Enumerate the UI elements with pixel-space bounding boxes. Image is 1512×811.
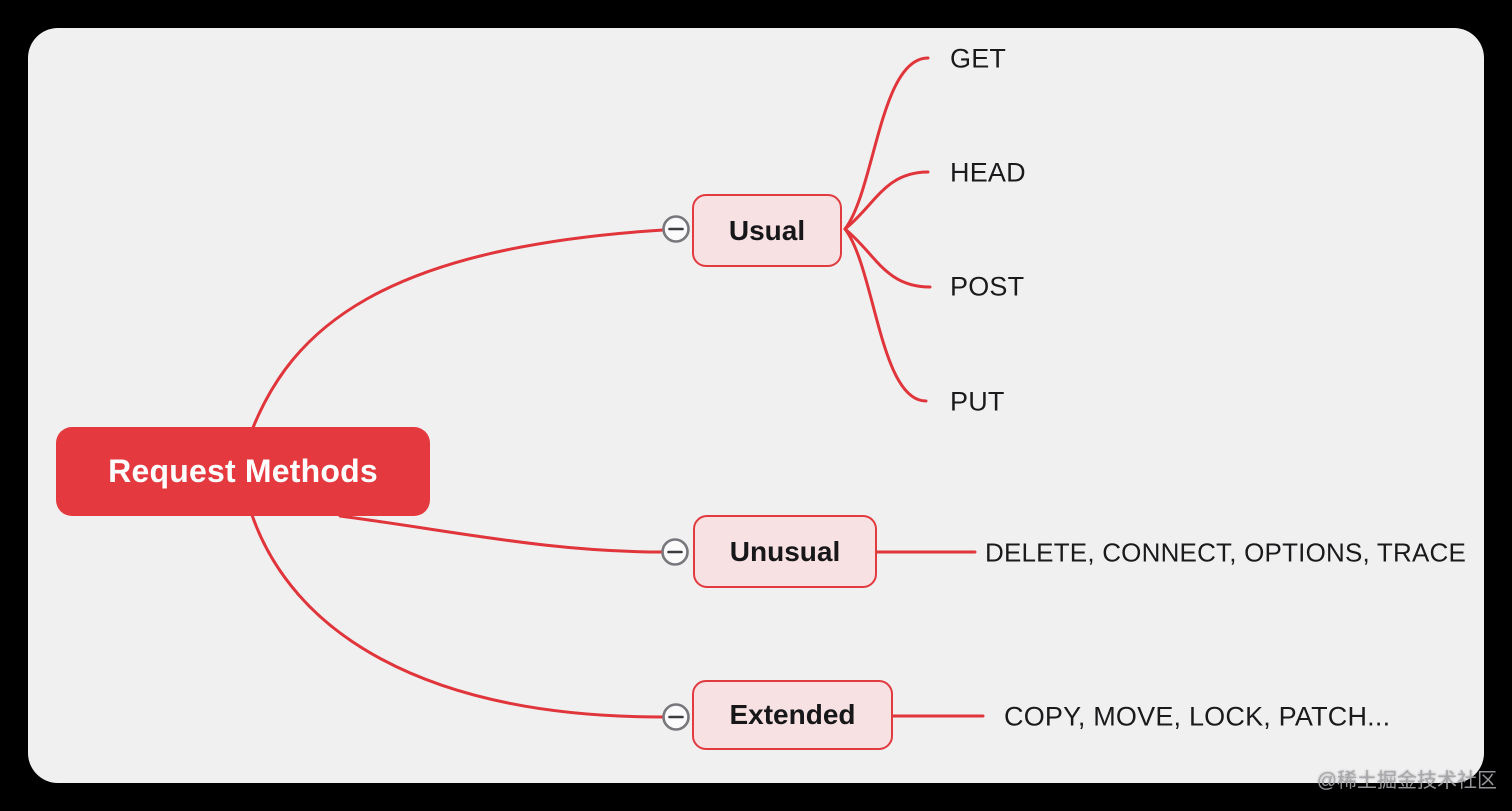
- leaf-node-put[interactable]: PUT: [950, 386, 1005, 417]
- leaf-node-post[interactable]: POST: [950, 271, 1025, 302]
- mindmap-canvas: [28, 28, 1484, 783]
- branch-node-usual[interactable]: Usual: [692, 194, 842, 267]
- collapse-minus-icon-extended[interactable]: [662, 703, 690, 731]
- collapse-minus-icon-usual[interactable]: [662, 215, 690, 243]
- leaf-node-get[interactable]: GET: [950, 43, 1007, 74]
- branch-node-extended[interactable]: Extended: [692, 680, 893, 750]
- leaf-node-head[interactable]: HEAD: [950, 157, 1026, 188]
- root-node-request-methods[interactable]: Request Methods: [56, 427, 430, 516]
- collapse-minus-icon-unusual[interactable]: [661, 538, 689, 566]
- leaf-node-unusual-methods[interactable]: DELETE, CONNECT, OPTIONS, TRACE: [985, 537, 1467, 568]
- branch-node-unusual[interactable]: Unusual: [693, 515, 877, 588]
- watermark: @稀土掘金技术社区: [1316, 770, 1497, 792]
- leaf-node-extended-methods[interactable]: COPY, MOVE, LOCK, PATCH...: [1004, 701, 1391, 732]
